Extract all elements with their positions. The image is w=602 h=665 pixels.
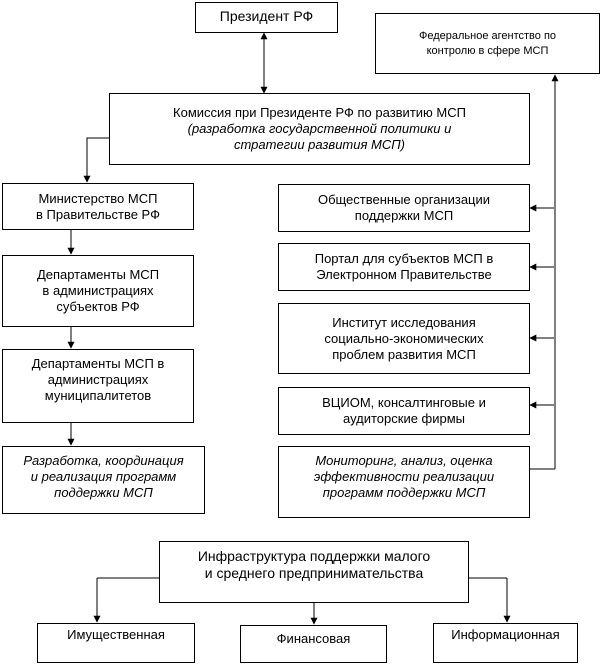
departments-subjects-box: Департаменты МСП в администрациях субъек… bbox=[2, 255, 194, 327]
property-support-box: Имущественная bbox=[37, 623, 195, 663]
vciom-box: ВЦИОМ, консалтинговые и аудиторские фирм… bbox=[278, 387, 530, 435]
commission-box: Комиссия при Президенте РФ по развитию М… bbox=[109, 93, 530, 165]
information-support-box: Информационная bbox=[433, 623, 578, 663]
portal-box: Портал для субъектов МСП в Электронном П… bbox=[278, 243, 530, 291]
institute-box: Институт исследования социально-экономич… bbox=[278, 303, 530, 374]
ministry-box: Министерство МСП в Правительстве РФ bbox=[2, 183, 194, 230]
arrow-commission-ministry bbox=[83, 137, 109, 183]
programs-box: Разработка, координация и реализация про… bbox=[2, 446, 205, 514]
financial-support-box: Финансовая bbox=[240, 625, 387, 663]
departments-municipal-box: Департаменты МСП в администрациях муници… bbox=[2, 349, 194, 423]
public-orgs-box: Общественные организации поддержки МСП bbox=[278, 184, 530, 232]
infrastructure-box: Инфраструктура поддержки малого и средне… bbox=[159, 541, 469, 603]
agency-box: Федеральное агентство по контролю в сфер… bbox=[375, 13, 600, 74]
president-label: Президент РФ bbox=[219, 8, 314, 24]
president-box: Президент РФ bbox=[195, 2, 338, 33]
monitoring-box: Мониторинг, анализ, оценка эффективности… bbox=[278, 446, 530, 518]
